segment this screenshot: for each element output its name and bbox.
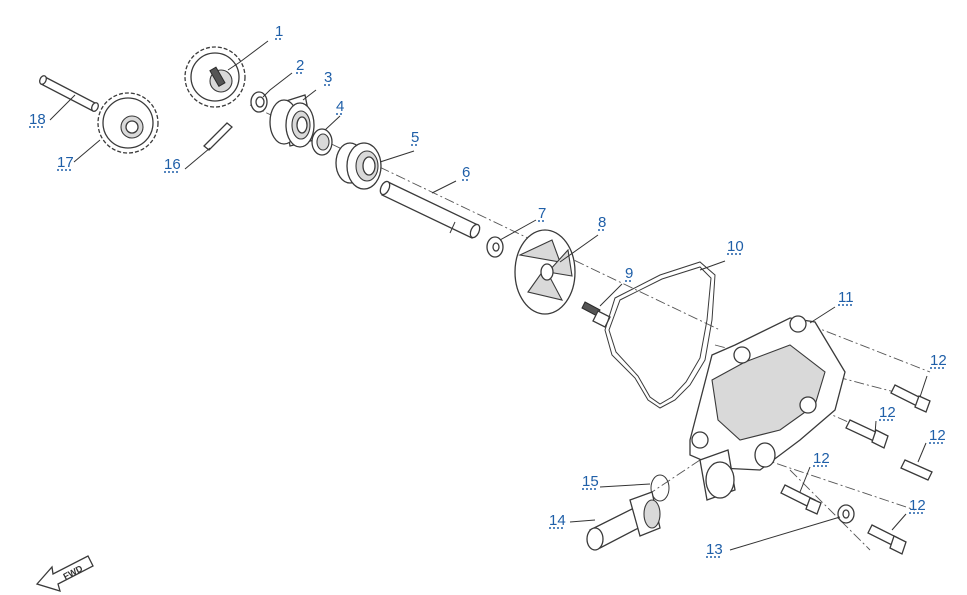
callout-part-9[interactable]: 9 [625,265,634,282]
callout-part-12-c[interactable]: 12 [929,427,946,444]
callout-part-17[interactable]: 17 [57,154,74,171]
part-11-pump-cover [689,315,846,501]
callout-part-13[interactable]: 13 [706,541,723,558]
part-12-bolts [780,384,933,555]
callout-part-12-d[interactable]: 12 [813,450,830,467]
callout-part-15[interactable]: 15 [582,473,599,490]
callout-part-4[interactable]: 4 [336,98,345,115]
part-3-bearing [269,94,315,148]
callout-part-11[interactable]: 11 [838,289,854,306]
callout-part-14[interactable]: 14 [549,512,566,529]
part-13-washer [837,504,855,524]
part-1-gear [184,46,246,108]
callout-part-1[interactable]: 1 [275,23,284,40]
bolt-12d [780,484,822,515]
part-14-hose-fitting [586,491,661,551]
callout-part-12-a[interactable]: 12 [930,352,947,369]
part-17-gear [97,92,159,154]
part-15-o-ring [650,474,670,502]
part-9-bolt [581,301,611,328]
callout-part-3[interactable]: 3 [324,69,333,86]
callout-part-2[interactable]: 2 [296,57,305,74]
part-18-pin [39,75,99,112]
bolt-12b [845,419,889,449]
leader-lines [49,40,928,551]
part-5-mechanical-seal [335,142,382,190]
part-7-washer [486,236,504,258]
callout-part-8[interactable]: 8 [598,214,607,231]
fwd-arrow-icon: FWD [35,555,94,592]
part-8-impeller [514,229,576,315]
callout-part-12-e[interactable]: 12 [909,497,926,514]
part-6-shaft [379,180,481,239]
bolt-12c [900,459,933,481]
bolt-12a [890,384,931,413]
callout-part-12-b[interactable]: 12 [879,404,896,421]
callout-part-10[interactable]: 10 [727,238,744,255]
bolt-12e [867,524,907,555]
callout-part-7[interactable]: 7 [538,205,547,222]
callout-part-18[interactable]: 18 [29,111,46,128]
part-4-seal [311,128,333,156]
part-16-key [203,122,233,151]
callout-part-5[interactable]: 5 [411,129,420,146]
callout-part-6[interactable]: 6 [462,164,471,181]
callout-part-16[interactable]: 16 [164,156,181,173]
